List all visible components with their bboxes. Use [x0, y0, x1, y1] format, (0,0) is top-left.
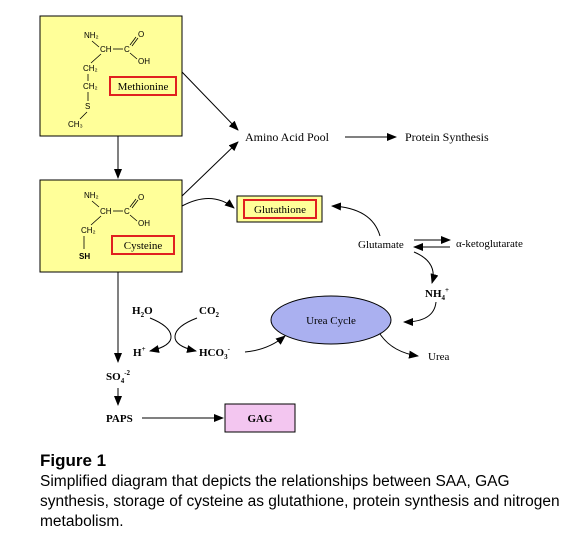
arrow-nh4-urea-cycle — [403, 301, 437, 326]
cysteine-c-text: C — [124, 207, 130, 216]
arrow-glutamate-nh4 — [413, 251, 439, 284]
methionine-structure: NH₂ CH C O OH CH₂ CH₂ S CH₃ Methionine — [39, 15, 183, 137]
arrow-glutamate-glutathione — [331, 202, 381, 237]
methionine-label: Methionine — [118, 81, 169, 93]
ketoglutarate-label: α-ketoglutarate — [456, 238, 523, 250]
urea-cycle-label: Urea Cycle — [306, 315, 356, 327]
methionine-ch2b-text: CH₂ — [83, 82, 98, 91]
paps-label: PAPS — [106, 413, 133, 425]
caption-title: Figure 1 — [40, 451, 107, 470]
cysteine-label: Cysteine — [124, 240, 163, 252]
hco3-label: HCO3- — [199, 345, 231, 361]
methionine-nh2-text: NH₂ — [84, 31, 99, 40]
so4-label: SO4-2 — [106, 369, 131, 385]
cysteine-nh2-text: NH₂ — [84, 191, 99, 200]
cysteine-o-text: O — [138, 193, 144, 202]
methionine-o-text: O — [138, 30, 144, 39]
urea-cycle-node — [270, 295, 392, 345]
cysteine-structure: NH₂ CH C O OH CH₂ SH Cysteine — [39, 179, 183, 273]
arrow-methionine-pool — [181, 71, 239, 131]
protein-synthesis-label: Protein Synthesis — [405, 130, 489, 144]
caption-text: Simplified diagram that depicts the rela… — [40, 473, 560, 530]
co2-label: CO2 — [199, 305, 220, 319]
methionine-ch-text: CH — [100, 45, 112, 54]
methionine-ch3-text: CH₃ — [68, 120, 83, 129]
gag-label: GAG — [247, 413, 273, 425]
methionine-oh-text: OH — [138, 57, 150, 66]
glutathione-label-box — [243, 199, 317, 219]
amino-acid-pool-label: Amino Acid Pool — [245, 130, 330, 144]
methionine-ch2a-text: CH₂ — [83, 64, 98, 73]
gag-box — [224, 403, 296, 433]
cysteine-ch-text: CH — [100, 207, 112, 216]
cysteine-label-box — [111, 235, 175, 255]
urea-label: Urea — [428, 351, 449, 363]
methionine-c-text: C — [124, 45, 130, 54]
nh4-label: NH4+ — [425, 286, 449, 302]
h2o-label: H2O — [132, 305, 153, 319]
hplus-label: H+ — [133, 345, 146, 359]
methionine-s-text: S — [85, 102, 90, 111]
arrow-hco3-urea-cycle — [244, 335, 286, 353]
arrow-co2-hco3 — [174, 317, 198, 353]
glutathione-label: Glutathione — [254, 204, 306, 216]
arrow-h2o-hplus — [149, 317, 172, 353]
cysteine-ch2-text: CH₂ — [81, 226, 96, 235]
arrow-urea-cycle-urea — [379, 333, 419, 359]
pathway-diagram: NH₂ CH C O OH CH₂ CH₂ S CH₃ Methionine N… — [39, 15, 523, 433]
arrow-cysteine-glutathione — [181, 198, 235, 209]
cysteine-oh-text: OH — [138, 219, 150, 228]
methionine-label-box — [109, 76, 177, 96]
cysteine-sh-text: SH — [79, 252, 90, 261]
glutamate-label: Glutamate — [358, 239, 404, 251]
arrow-cysteine-pool — [181, 141, 239, 197]
figure-caption: Figure 1 Simplified diagram that depicts… — [40, 450, 560, 532]
